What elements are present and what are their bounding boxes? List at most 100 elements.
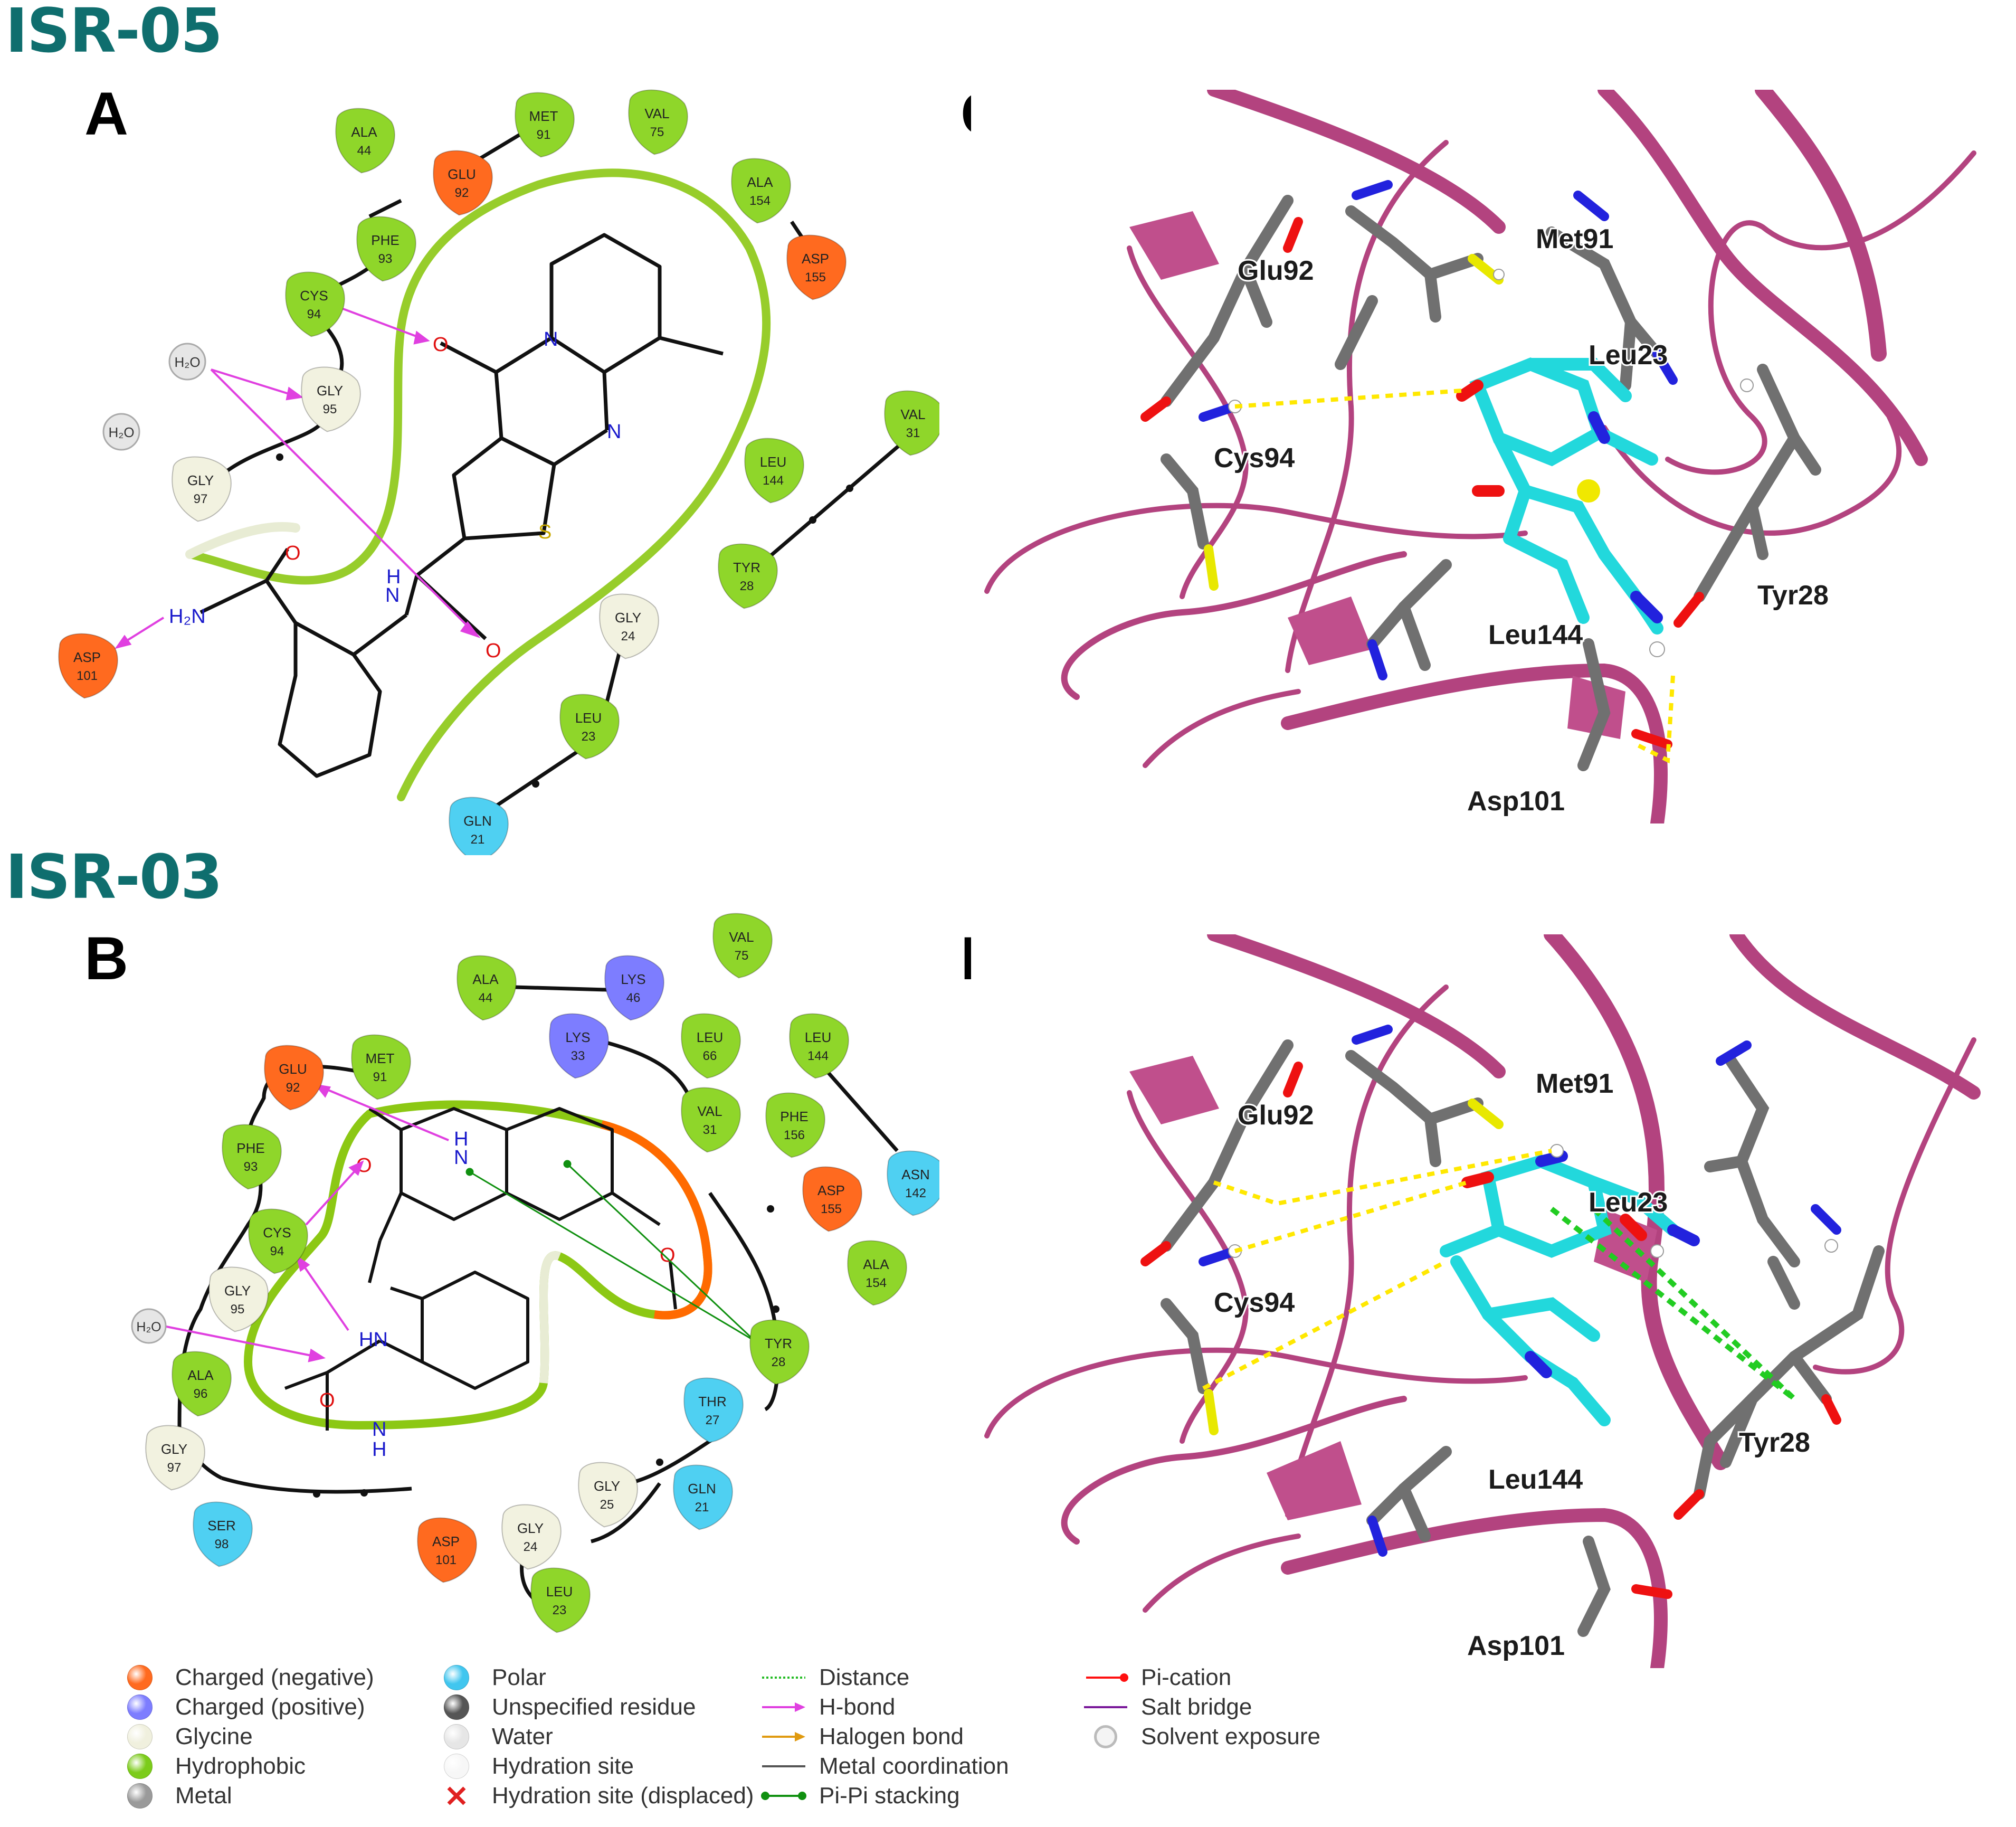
residue-glyph xyxy=(847,1240,907,1306)
legend-solvent-icon xyxy=(1082,1722,1129,1752)
legend-ball-icon xyxy=(116,1692,164,1722)
residue-a-ala-154: ALA 154 xyxy=(731,158,791,224)
legend-label: Salt bridge xyxy=(1141,1694,1252,1720)
residue-name: ALA xyxy=(351,124,377,140)
legend-label: Glycine xyxy=(175,1724,253,1749)
residue-glyph xyxy=(285,271,345,337)
legend-item: Glycine xyxy=(116,1722,374,1752)
residue-glyph xyxy=(58,633,118,699)
residue-glyph xyxy=(417,1517,477,1583)
residue-glyph xyxy=(208,1266,269,1332)
legend-label: H-bond xyxy=(819,1694,896,1720)
residue-name: ALA xyxy=(863,1256,889,1272)
residue-number: 156 xyxy=(784,1128,805,1142)
residue-number: 44 xyxy=(479,991,493,1005)
residue-labels-d: Met91 Glu92 Leu23 Cys94 Tyr28 Leu144 Asp… xyxy=(1212,1067,1812,1663)
residue-name: ASP xyxy=(73,649,101,665)
legend-item: Hydration site xyxy=(433,1752,754,1781)
interaction-diagram-a: O N N S H₂N O N H O ALA44MET91VAL75GLU92… xyxy=(58,89,939,855)
residue-number: 97 xyxy=(167,1461,182,1475)
svg-text:N: N xyxy=(372,1418,386,1441)
residue-glyph xyxy=(501,1504,562,1570)
ligand-atoms-b: H N O O HN O N H xyxy=(319,1128,676,1461)
legend-line-icon xyxy=(760,1752,807,1781)
residue-name: GLY xyxy=(517,1520,544,1536)
residue-glyph xyxy=(604,955,664,1021)
residue-number: 46 xyxy=(626,991,641,1005)
residue-glyph xyxy=(802,1166,862,1232)
svg-text:N: N xyxy=(385,584,400,607)
residue-number: 25 xyxy=(600,1498,614,1512)
residue-sticks-c xyxy=(1161,195,1821,771)
residue-number: 92 xyxy=(286,1081,300,1095)
residue-name: VAL xyxy=(644,106,669,121)
legend-ball-icon xyxy=(116,1781,164,1811)
hbonds-b xyxy=(158,1084,449,1362)
legend-ball-icon xyxy=(433,1663,480,1692)
residue-glyph xyxy=(222,1124,282,1190)
legend-dotted-icon xyxy=(760,1663,807,1692)
ligand-oxygen-c xyxy=(1456,380,1505,497)
svg-text:H: H xyxy=(454,1128,468,1150)
svg-text:Tyr28: Tyr28 xyxy=(1739,1427,1810,1458)
residue-glyph xyxy=(515,92,575,158)
residue-glyph xyxy=(559,694,620,760)
svg-text:S: S xyxy=(538,521,551,543)
legend-label: Hydration site (displaced) xyxy=(492,1783,754,1809)
residue-name: LEU xyxy=(546,1584,573,1599)
svg-text:Glu92: Glu92 xyxy=(1238,255,1314,286)
svg-text:O: O xyxy=(285,542,301,564)
residue-glyph xyxy=(578,1462,638,1528)
residue-glyph xyxy=(731,158,791,224)
svg-text:Cys94: Cys94 xyxy=(1214,1288,1295,1318)
residue-glyph xyxy=(351,1034,411,1100)
svg-text:Glu92: Glu92 xyxy=(1238,1100,1314,1131)
residue-number: 154 xyxy=(749,194,771,208)
legend-item: Metal xyxy=(116,1781,374,1811)
legend-label: Charged (negative) xyxy=(175,1664,374,1690)
residue-b-phe-156: PHE 156 xyxy=(765,1092,825,1158)
residue-name: GLN xyxy=(463,813,491,829)
interaction-diagram-b: H N O O HN O N H ALA44LYS46VAL75LYS33LEU… xyxy=(131,913,939,1633)
svg-text:HN: HN xyxy=(359,1329,388,1351)
legend-line-icon xyxy=(1082,1692,1129,1722)
title-isr03: ISR-03 xyxy=(5,842,223,913)
residue-number: 28 xyxy=(772,1355,786,1369)
docking-view-c: Glu92 Met91 Leu23 Cys94 Tyr28 Leu144 Asp… xyxy=(971,90,2011,823)
residue-name: ALA xyxy=(747,174,773,190)
legend-ball-icon xyxy=(116,1752,164,1781)
legend-label: Solvent exposure xyxy=(1141,1724,1320,1749)
residue-glyph xyxy=(786,234,847,300)
legend: Charged (negative)Charged (positive)Glyc… xyxy=(116,1663,1383,1821)
legend-label: Hydration site xyxy=(492,1753,634,1779)
svg-text:H₂O: H₂O xyxy=(174,354,200,370)
residue-name: TYR xyxy=(765,1336,792,1351)
ligand-isr03 xyxy=(284,1107,677,1431)
sulfur-sticks-d xyxy=(1204,1099,1504,1435)
residue-glyph xyxy=(681,1013,741,1079)
svg-text:Leu144: Leu144 xyxy=(1488,620,1583,650)
residue-number: 101 xyxy=(435,1553,457,1567)
legend-dotline-icon xyxy=(1082,1663,1129,1692)
residue-glyph xyxy=(145,1425,205,1491)
residue-number: 66 xyxy=(703,1049,717,1063)
legend-label: Pi-cation xyxy=(1141,1664,1232,1690)
residue-labels-c: Glu92 Met91 Leu23 Cys94 Tyr28 Leu144 Asp… xyxy=(1212,222,1830,818)
residue-name: PHE xyxy=(780,1109,808,1124)
oxygen-sticks-c xyxy=(1140,217,1704,749)
